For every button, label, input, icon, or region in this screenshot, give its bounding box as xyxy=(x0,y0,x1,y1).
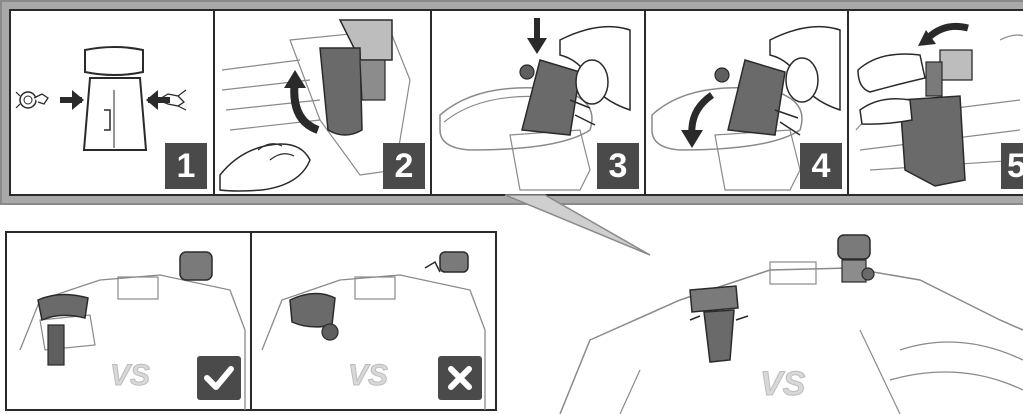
x-icon xyxy=(448,366,472,390)
main-assembly-illustration: VS xyxy=(559,234,1023,414)
figure-part-left xyxy=(15,91,49,109)
check-icon xyxy=(204,366,234,390)
step-5-illustration xyxy=(855,22,1023,187)
svg-text:VS: VS xyxy=(110,359,150,392)
incorrect-placement-illustration: VS xyxy=(261,251,486,410)
callout-pointer xyxy=(504,194,651,256)
step-2-illustration xyxy=(219,19,411,192)
step-number-1: 1 xyxy=(165,143,207,189)
svg-text:VS: VS xyxy=(348,359,388,392)
step-number-5: 5 xyxy=(1001,143,1023,189)
step-number-3: 3 xyxy=(597,143,639,189)
incorrect-badge xyxy=(438,356,482,400)
step-4-illustration xyxy=(651,25,841,191)
step-1-illustration xyxy=(15,46,187,151)
step-3-illustration xyxy=(439,18,631,191)
correct-placement-illustration: VS xyxy=(19,251,246,410)
step-number-4: 4 xyxy=(800,143,842,189)
svg-text:VS: VS xyxy=(760,365,806,403)
step-number-2: 2 xyxy=(383,143,425,189)
correct-badge xyxy=(197,356,241,400)
